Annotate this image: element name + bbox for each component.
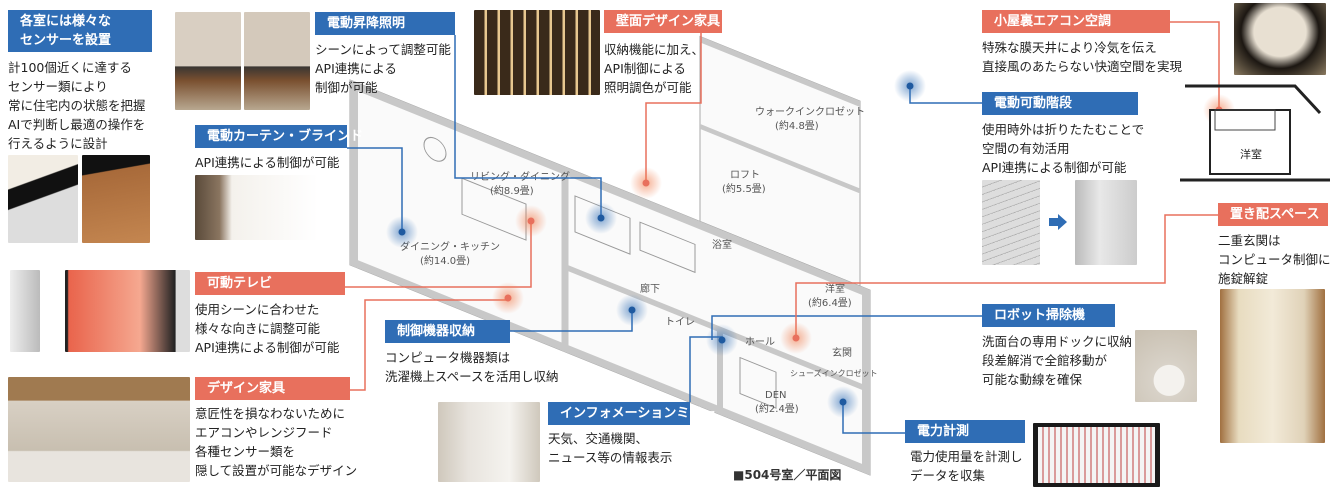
room-loft-label: ロフト [730, 170, 760, 181]
design-furniture-title: デザイン家具 [195, 377, 350, 400]
room-hall-label: ホール [745, 336, 775, 348]
room-living-label: リビング・ダイニング [470, 170, 570, 183]
room-entrance-label: 玄関 [832, 346, 852, 359]
room-corridor-label: 廊下 [640, 282, 660, 295]
room-shoes-label: シューズインクロゼット [790, 368, 878, 378]
room-bath-label: 浴室 [712, 238, 732, 251]
wall-furniture-photo [474, 10, 600, 95]
control-storage-title: 制御機器収納 [385, 320, 510, 343]
attic-ceiling-photo [1234, 3, 1326, 75]
design-furniture-photo [8, 377, 190, 482]
stairs-folded-photo [1075, 180, 1137, 265]
sensors-body: 計100個近くに達する センサー類により 常に住宅内の状態を把握 AIで判断し最… [8, 60, 146, 151]
tv-title: 可動テレビ [195, 272, 345, 295]
curtain-title: 電動カーテン・ブラインド [195, 125, 363, 148]
info-mirror-photo [438, 402, 540, 482]
stairs-body: 使用時外は折りたたむことで 空間の有効活用 API連携による制御が可能 [982, 122, 1145, 175]
sensors-title: 各室には様々な センサーを設置 [8, 10, 152, 52]
sensors-title-line2: センサーを設置 [20, 33, 112, 48]
robot-title: ロボット掃除機 [982, 304, 1115, 327]
attic-aircon-title: 小屋裏エアコン空調 [982, 10, 1170, 33]
wall-furniture-body: 収納機能に加え、 API制御による 照明調色が可能 [604, 42, 705, 95]
info-mirror-body: 天気、交通機関、 ニュース等の情報表示 [548, 431, 673, 465]
robot-body: 洗面台の専用ドックに収納 段差解消で全館移動が 可能な動線を確保 [982, 334, 1133, 387]
design-furniture-body: 意匠性を損なわないために エアコンやレンジフード 各種センサー類を 隠して設置が… [195, 406, 358, 478]
delivery-title: 置き配スペース [1218, 203, 1328, 226]
stairs-title: 電動可動階段 [982, 92, 1138, 115]
room-western-label: 洋室 [825, 282, 845, 295]
delivery-corridor-photo [1220, 289, 1325, 443]
info-mirror-title: インフォメーションミラー [548, 402, 715, 425]
room-loft-size: (約5.5畳) [722, 182, 766, 195]
sensor-photo-2 [82, 155, 150, 243]
power-title: 電力計測 [905, 420, 1025, 443]
section-drawing: 洋室 [1180, 84, 1330, 182]
room-den-size: (約2.4畳) [755, 402, 799, 415]
tv-side-photo [10, 270, 40, 352]
room-living-size: (約8.9畳) [490, 184, 534, 197]
arrow-right-icon [1049, 214, 1067, 230]
lifting-light-photo-1 [175, 12, 241, 110]
power-panel-face [1038, 427, 1155, 483]
power-body: 電力使用量を計測し データを収集 [910, 449, 1023, 483]
delivery-body: 二重玄関は コンピュータ制御に 施錠解錠 [1218, 233, 1331, 286]
floor-plan-caption: ■504号室／平面図 [733, 468, 842, 482]
attic-aircon-body: 特殊な膜天井により冷気を伝え 直接風のあたらない快適空間を実現 [982, 40, 1183, 74]
robot-photo [1135, 330, 1197, 402]
sensors-title-line1: 各室には様々な [20, 14, 112, 29]
curtain-body: API連携による制御が可能 [195, 155, 340, 170]
room-kitchen-label: ダイニング・キッチン [400, 240, 500, 253]
tv-photo [65, 270, 190, 352]
curtain-photo [195, 175, 318, 240]
lifting-light-photo-2 [244, 12, 310, 110]
lifting-light-title: 電動昇降照明 [315, 12, 455, 35]
room-western-size: (約6.4畳) [808, 296, 852, 309]
room-wic-label: ウォークインクロゼット [755, 106, 865, 118]
tv-body: 使用シーンに合わせた 様々な向きに調整可能 API連携による制御が可能 [195, 302, 340, 355]
stairs-open-photo [982, 180, 1040, 265]
room-den-label: DEN [765, 390, 787, 401]
section-room-label: 洋室 [1240, 147, 1262, 161]
room-toilet-label: トイレ [665, 317, 695, 328]
wall-furniture-title: 壁面デザイン家具 [604, 10, 722, 33]
floor-plan: リビング・ダイニング (約8.9畳) ダイニング・キッチン (約14.0畳) ウ… [349, 35, 878, 476]
lifting-light-body: シーンによって調整可能 API連携による 制御が可能 [315, 42, 451, 95]
room-kitchen-size: (約14.0畳) [420, 254, 470, 267]
sensor-photo-1 [8, 155, 78, 243]
control-storage-body: コンピュータ機器類は 洗濯機上スペースを活用し収納 [385, 350, 559, 384]
power-panel-photo [1033, 423, 1160, 487]
room-wic-size: (約4.8畳) [775, 119, 819, 132]
